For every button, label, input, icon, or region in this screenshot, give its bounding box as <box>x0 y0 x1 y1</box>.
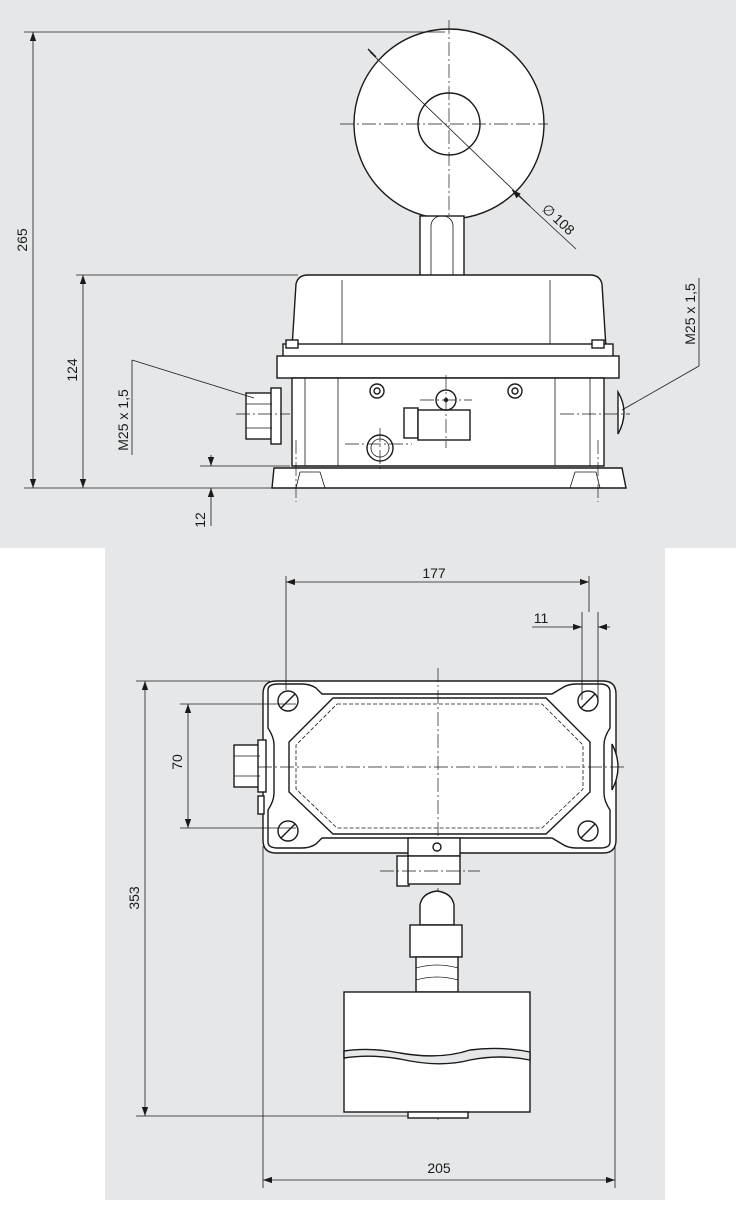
dim-70-label: 70 <box>169 754 185 770</box>
dim-11-label: 11 <box>534 610 549 626</box>
thread-label-left: M25 x 1,5 <box>115 359 255 455</box>
dim-124-label: 124 <box>64 358 80 382</box>
float-disc <box>340 20 548 228</box>
dim-12-label: 12 <box>192 512 208 528</box>
dim-205-label: 205 <box>427 1160 451 1176</box>
dim-353-label: 353 <box>126 886 142 910</box>
dimension-diameter-108: ∅ 108 <box>511 189 578 250</box>
thread-left-label: M25 x 1,5 <box>115 389 131 451</box>
dimension-124: 124 <box>64 274 298 488</box>
thread-label-right: M25 x 1,5 <box>621 278 700 411</box>
float-cylinder <box>343 991 531 1119</box>
dimension-12: 12 <box>192 455 290 528</box>
thread-right-label: M25 x 1,5 <box>682 283 698 345</box>
dimension-70: 70 <box>169 703 296 829</box>
housing-top <box>233 668 624 1120</box>
dimension-353: 353 <box>126 680 408 1117</box>
housing-lid <box>282 274 614 359</box>
front-view: 265 124 12 ∅ 108 M25 x 1,5 <box>14 20 700 528</box>
housing-body <box>236 355 630 502</box>
dimension-177: 177 <box>285 565 590 690</box>
dimension-205: 205 <box>262 846 616 1188</box>
dimension-265: 265 <box>14 31 445 489</box>
top-view: 177 11 70 353 205 <box>126 565 624 1188</box>
dimension-11: 11 <box>532 610 610 700</box>
dim-108-label: 108 <box>550 210 578 238</box>
dim-177-label: 177 <box>422 565 446 581</box>
float-rod-top <box>380 837 480 993</box>
dim-265-label: 265 <box>14 228 30 252</box>
